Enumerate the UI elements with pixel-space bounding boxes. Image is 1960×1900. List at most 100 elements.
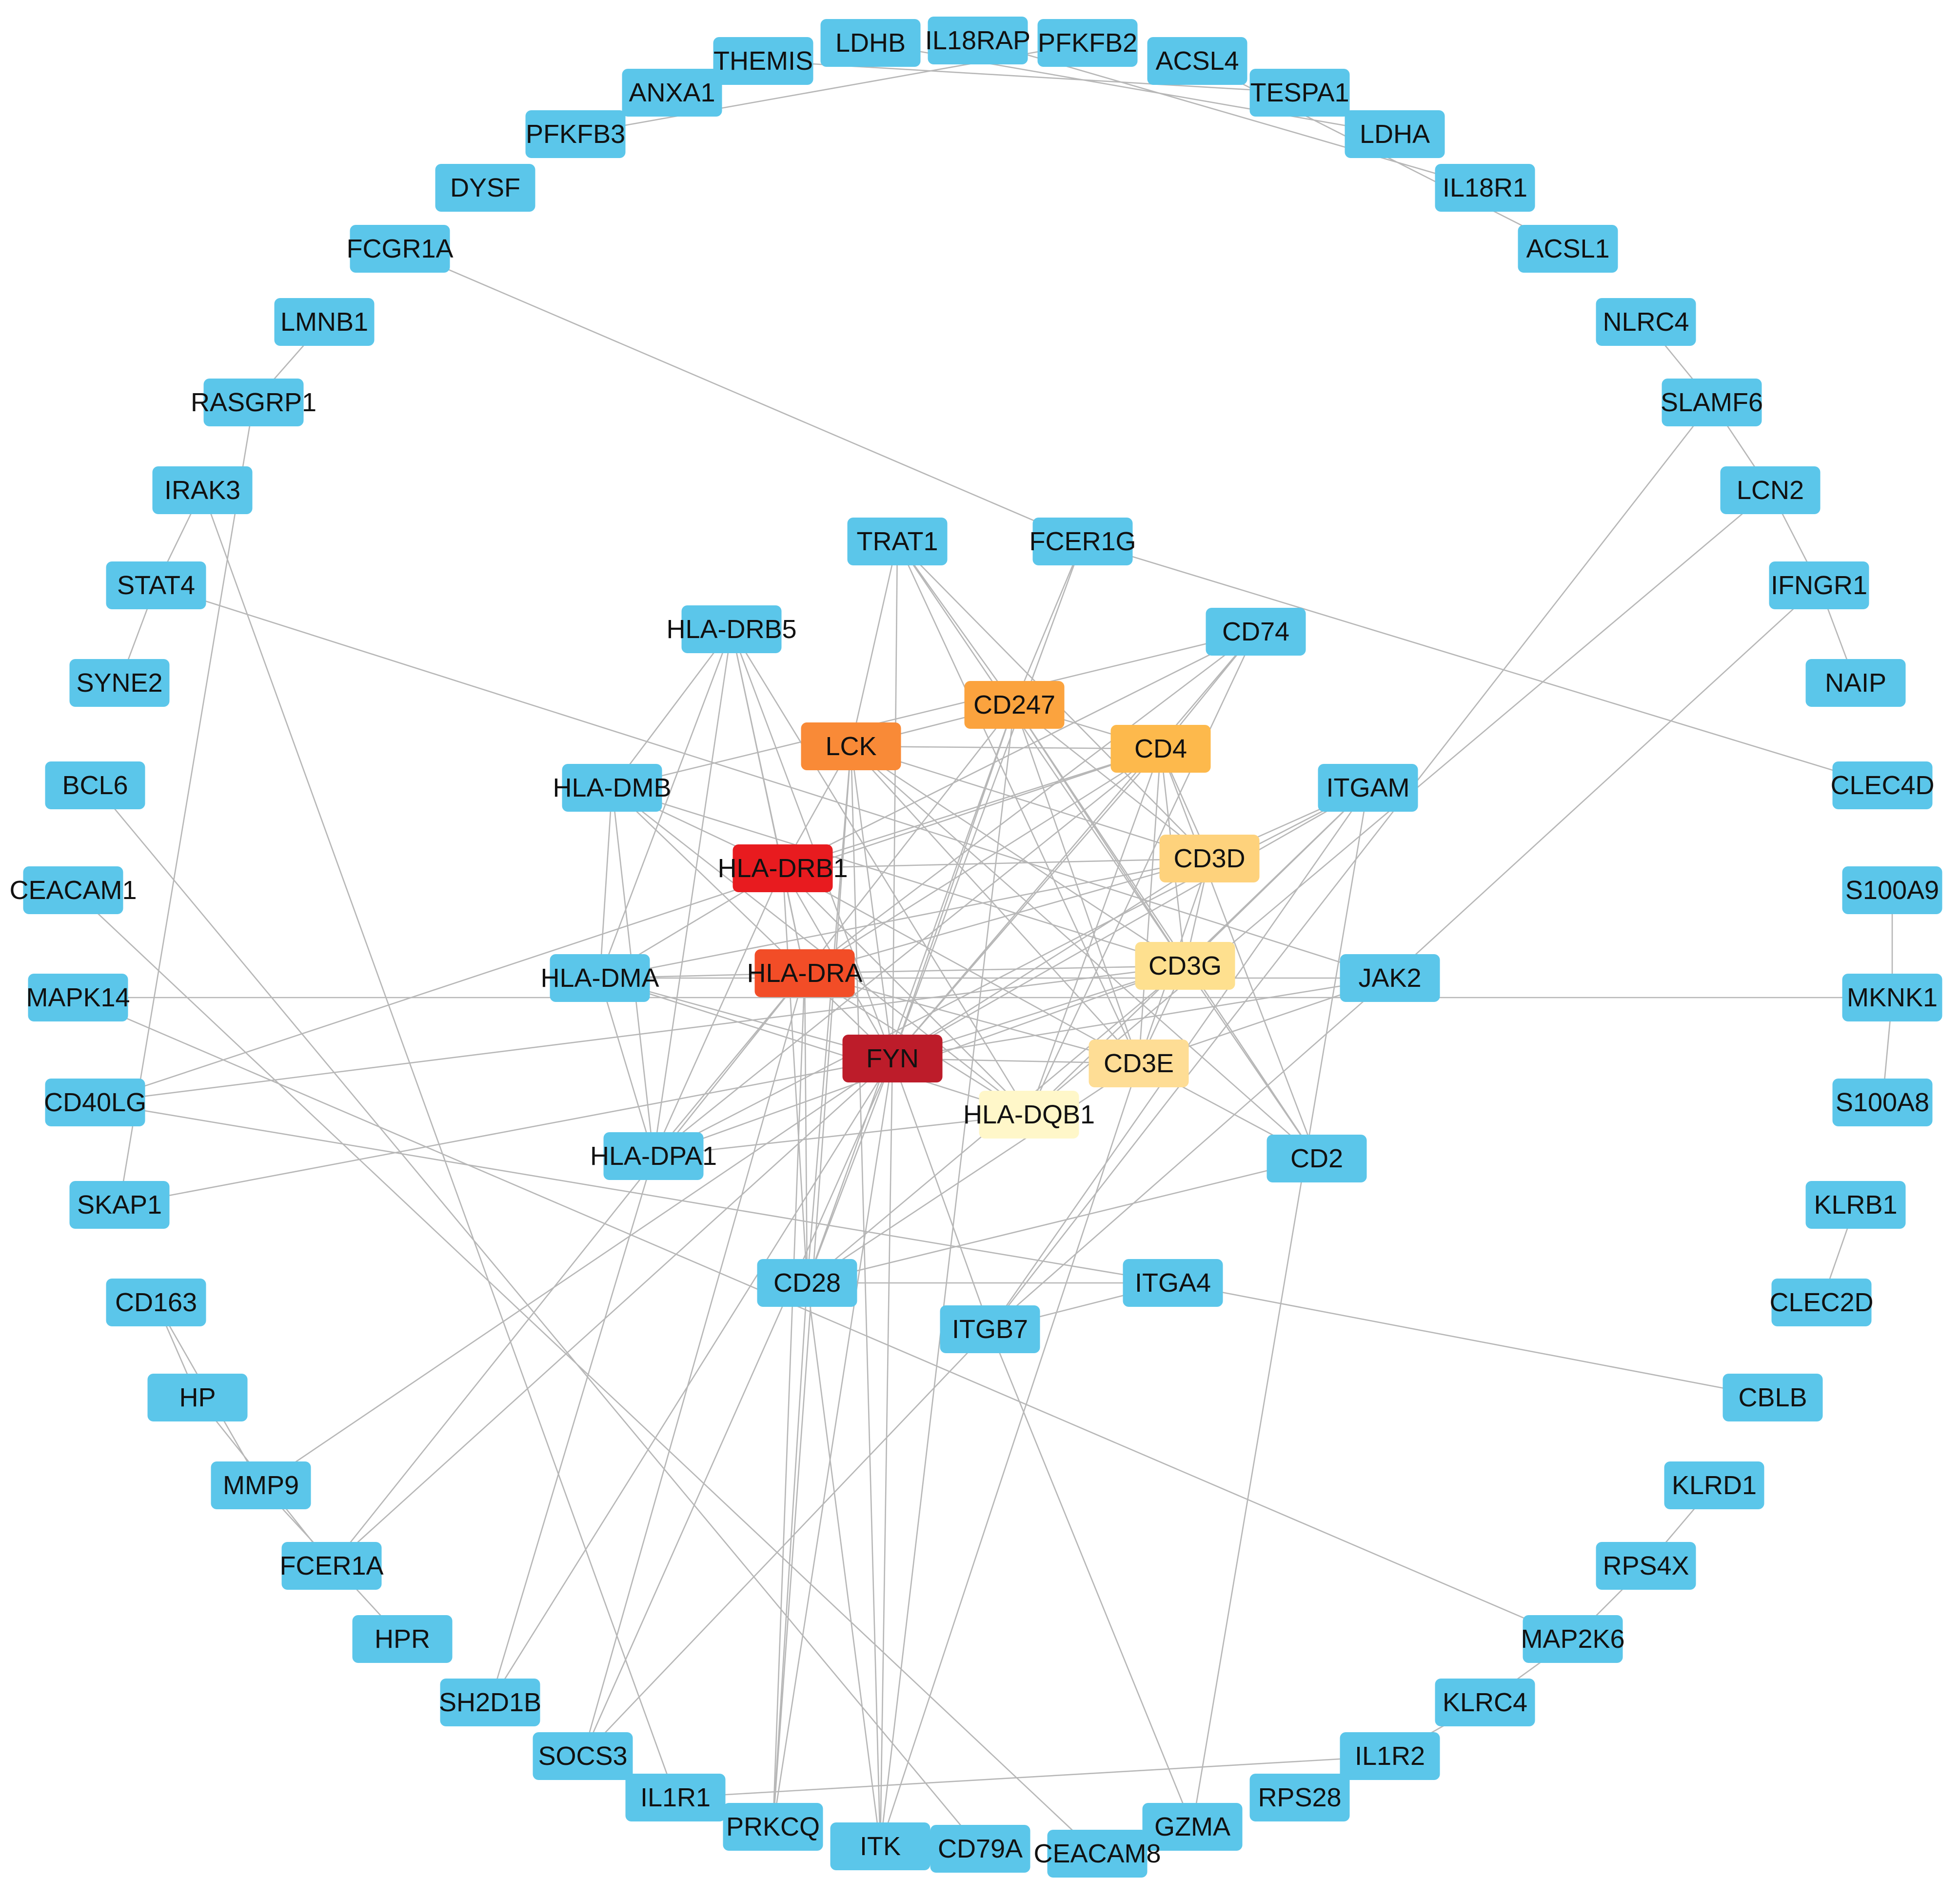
edge-cd3g-cd40lg [95, 965, 1186, 1103]
edge-sh2d1b-hla-dpa1 [489, 1156, 654, 1703]
edge-cd74-hla-dra [804, 631, 1256, 974]
node-box-cd3g [1135, 942, 1235, 990]
edge-hla-dmb-hla-dra [612, 787, 805, 974]
node-box-bcl6 [45, 761, 145, 809]
node-hla-dma: HLA-DMA [540, 954, 659, 1002]
edge-hla-dma-hla-dpa1 [599, 978, 654, 1157]
edge-cd40lg-itga4 [95, 1101, 1173, 1284]
edge-fcgr1a-fcer1g [399, 248, 1083, 542]
edge-fyn-jak2 [892, 977, 1390, 1060]
edge-cd247-trat1 [896, 541, 1015, 705]
node-prkcq: PRKCQ [723, 1803, 823, 1851]
node-ifngr1: IFNGR1 [1769, 561, 1869, 609]
node-box-il1r1 [625, 1774, 726, 1821]
node-label-cd247: CD247 [973, 690, 1055, 720]
node-label-cd74: CD74 [1222, 617, 1289, 646]
node-box-sh2d1b [440, 1679, 540, 1726]
node-label-mmp9: MMP9 [223, 1471, 299, 1500]
node-label-ldhb: LDHB [835, 28, 906, 58]
edge-fcer1g-clec4d [1082, 540, 1883, 786]
edge-ifngr1-jak2 [1389, 585, 1820, 979]
edge-fyn-fcer1g [891, 541, 1084, 1059]
edge-socs3-itgb7 [582, 1329, 990, 1757]
node-label-sh2d1b: SH2D1B [439, 1688, 541, 1717]
edge-hla-dra-fcer1a [331, 973, 806, 1566]
node-fcer1a: FCER1A [279, 1542, 384, 1590]
edge-hla-dra-hla-dpa1 [653, 973, 806, 1157]
node-box-itga4 [1123, 1259, 1223, 1307]
node-label-klrb1: KLRB1 [1814, 1190, 1897, 1220]
edge-lck-trat1 [850, 541, 898, 747]
node-box-mapk14 [28, 974, 128, 1021]
node-label-mapk14: MAPK14 [26, 983, 130, 1012]
node-fyn: FYN [842, 1035, 943, 1082]
edge-cd4-hla-dra [804, 748, 1161, 974]
edge-cd4-hla-dqb1 [1028, 748, 1162, 1115]
node-il18r1: IL18R1 [1435, 164, 1535, 212]
edge-hla-dra-cd3d [804, 858, 1210, 974]
node-box-hla-dmb [562, 764, 662, 812]
node-box-irak3 [152, 466, 253, 514]
node-cd2: CD2 [1267, 1135, 1367, 1182]
edge-cd74-hla-dqb1 [1028, 631, 1257, 1115]
node-tespa1: TESPA1 [1249, 69, 1350, 117]
node-box-cd4 [1110, 725, 1211, 773]
edge-cd247-hla-dra [804, 704, 1015, 974]
edge-lck-cd3g [851, 745, 1186, 967]
node-box-dysf [435, 164, 535, 212]
edge-hla-drb5-hla-dpa1 [653, 629, 733, 1157]
node-jak2: JAK2 [1340, 954, 1440, 1002]
edge-hla-dma-cd3d [599, 858, 1210, 979]
node-box-klrc4 [1435, 1679, 1535, 1726]
node-rps28: RPS28 [1249, 1774, 1350, 1821]
node-stat4: STAT4 [106, 561, 206, 609]
edge-fyn-cd74 [892, 631, 1256, 1059]
edge-cd2-cd4 [1160, 748, 1318, 1159]
node-cd3g: CD3G [1135, 942, 1235, 990]
edge-hla-drb1-hla-dpa1 [653, 868, 784, 1157]
node-label-s100a9: S100A9 [1845, 876, 1939, 905]
node-cd28: CD28 [757, 1259, 857, 1307]
node-label-il1r2: IL1R2 [1355, 1741, 1425, 1771]
node-mmp9: MMP9 [211, 1461, 311, 1509]
node-label-bcl6: BCL6 [62, 771, 128, 800]
node-lcn2: LCN2 [1720, 466, 1821, 514]
node-label-hla-drb5: HLA-DRB5 [666, 615, 796, 644]
node-box-ifngr1 [1769, 561, 1869, 609]
node-syne2: SYNE2 [69, 659, 170, 707]
node-box-cd3e [1089, 1040, 1189, 1087]
node-box-cd247 [964, 681, 1065, 729]
node-label-cblb: CBLB [1738, 1383, 1807, 1412]
node-box-s100a9 [1842, 866, 1942, 914]
node-box-hla-dqb1 [979, 1091, 1079, 1139]
edge-hla-dma-hla-dqb1 [599, 977, 1029, 1116]
node-itgb7: ITGB7 [940, 1305, 1040, 1353]
node-cd4: CD4 [1110, 725, 1211, 773]
node-label-itga4: ITGA4 [1135, 1268, 1211, 1298]
node-cd247: CD247 [964, 681, 1065, 729]
node-label-hla-dra: HLA-DRA [747, 959, 862, 988]
node-clec4d: CLEC4D [1830, 761, 1935, 809]
node-label-hp: HP [179, 1383, 216, 1412]
edge-fyn-skap1 [119, 1058, 893, 1206]
node-acsl4: ACSL4 [1147, 37, 1247, 85]
node-label-lmnb1: LMNB1 [280, 307, 368, 337]
node-label-cd3d: CD3D [1173, 844, 1245, 873]
edge-cd74-hla-drb1 [782, 631, 1256, 869]
node-box-ldhb [820, 19, 921, 67]
node-box-skap1 [69, 1181, 170, 1229]
node-label-fcgr1a: FCGR1A [346, 234, 453, 263]
node-label-hla-dma: HLA-DMA [540, 963, 659, 993]
node-il1r1: IL1R1 [625, 1774, 726, 1821]
edge-cd74-hla-dmb [612, 631, 1256, 789]
node-box-fcgr1a [350, 225, 450, 273]
node-ceacam8: CEACAM8 [1033, 1830, 1161, 1878]
node-irak3: IRAK3 [152, 466, 253, 514]
node-naip: NAIP [1805, 659, 1906, 707]
node-box-il18r1 [1435, 164, 1535, 212]
node-cblb: CBLB [1722, 1374, 1823, 1421]
node-box-fcer1g [1032, 518, 1133, 565]
node-s100a9: S100A9 [1842, 866, 1942, 914]
node-nlrc4: NLRC4 [1596, 298, 1696, 346]
edge-itgam-gzma [1191, 787, 1369, 1827]
